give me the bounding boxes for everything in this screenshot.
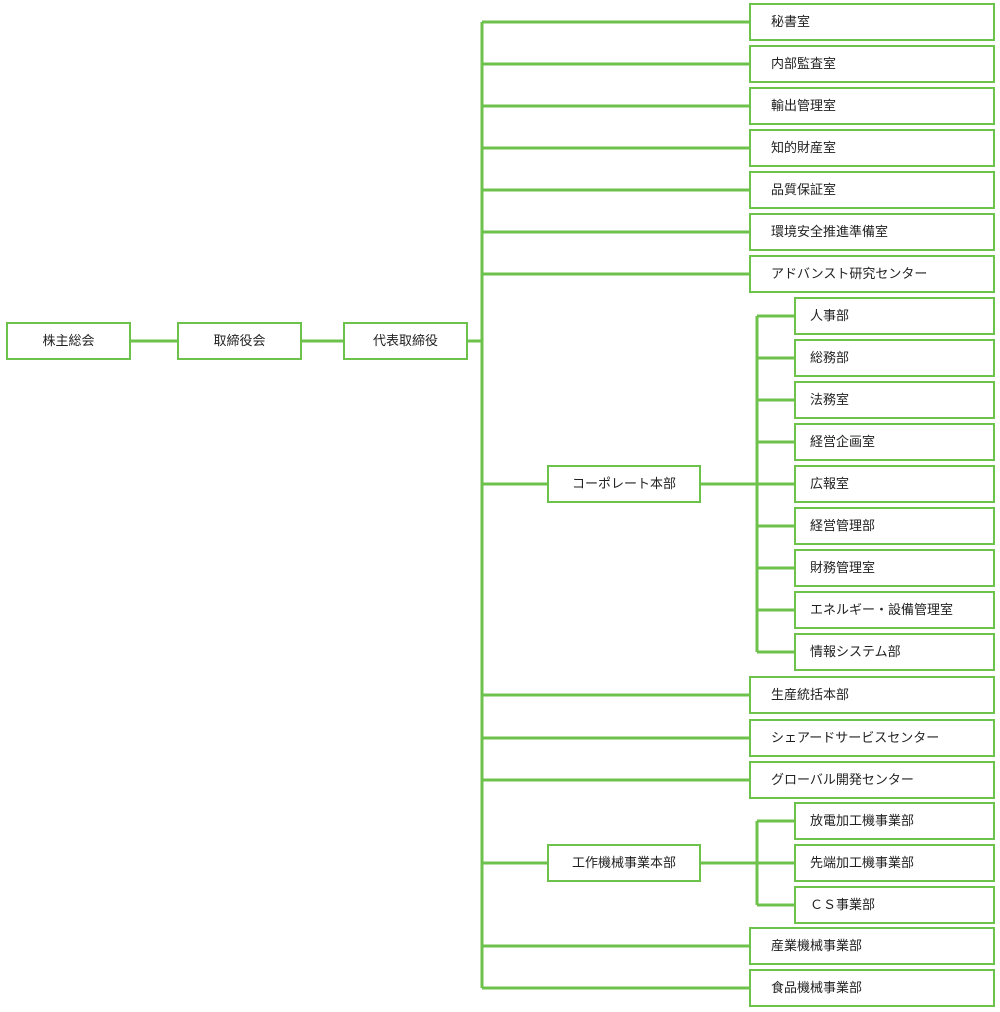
dept-node-8: 生産統括本部 (749, 676, 995, 714)
sub-dept-node-7-4: 広報室 (794, 465, 995, 503)
dept-node-2: 輸出管理室 (749, 87, 995, 125)
dept-node-0: 秘書室 (749, 3, 995, 41)
dept-node-6: アドバンスト研究センター (749, 255, 995, 293)
sub-dept-node-7-0: 人事部 (794, 297, 995, 335)
dept-node-10: グローバル開発センター (749, 761, 995, 799)
dept-node-7: コーポレート本部 (547, 465, 701, 503)
sub-dept-node-7-8: 情報システム部 (794, 633, 995, 671)
chain-node-2: 代表取締役 (343, 322, 468, 360)
sub-dept-node-11-1: 先端加工機事業部 (794, 844, 995, 882)
dept-node-12: 産業機械事業部 (749, 927, 995, 965)
sub-dept-node-7-5: 経営管理部 (794, 507, 995, 545)
dept-node-1: 内部監査室 (749, 45, 995, 83)
dept-node-3: 知的財産室 (749, 129, 995, 167)
chain-node-1: 取締役会 (177, 322, 302, 360)
sub-dept-node-7-7: エネルギー・設備管理室 (794, 591, 995, 629)
sub-dept-node-11-2: ＣＳ事業部 (794, 886, 995, 924)
sub-dept-node-7-1: 総務部 (794, 339, 995, 377)
dept-node-5: 環境安全推進準備室 (749, 213, 995, 251)
sub-dept-node-7-2: 法務室 (794, 381, 995, 419)
dept-node-13: 食品機械事業部 (749, 969, 995, 1007)
chain-node-0: 株主総会 (6, 322, 131, 360)
dept-node-9: シェアードサービスセンター (749, 719, 995, 757)
sub-dept-node-7-3: 経営企画室 (794, 423, 995, 461)
dept-node-4: 品質保証室 (749, 171, 995, 209)
sub-dept-node-7-6: 財務管理室 (794, 549, 995, 587)
sub-dept-node-11-0: 放電加工機事業部 (794, 802, 995, 840)
dept-node-11: 工作機械事業本部 (547, 844, 701, 882)
